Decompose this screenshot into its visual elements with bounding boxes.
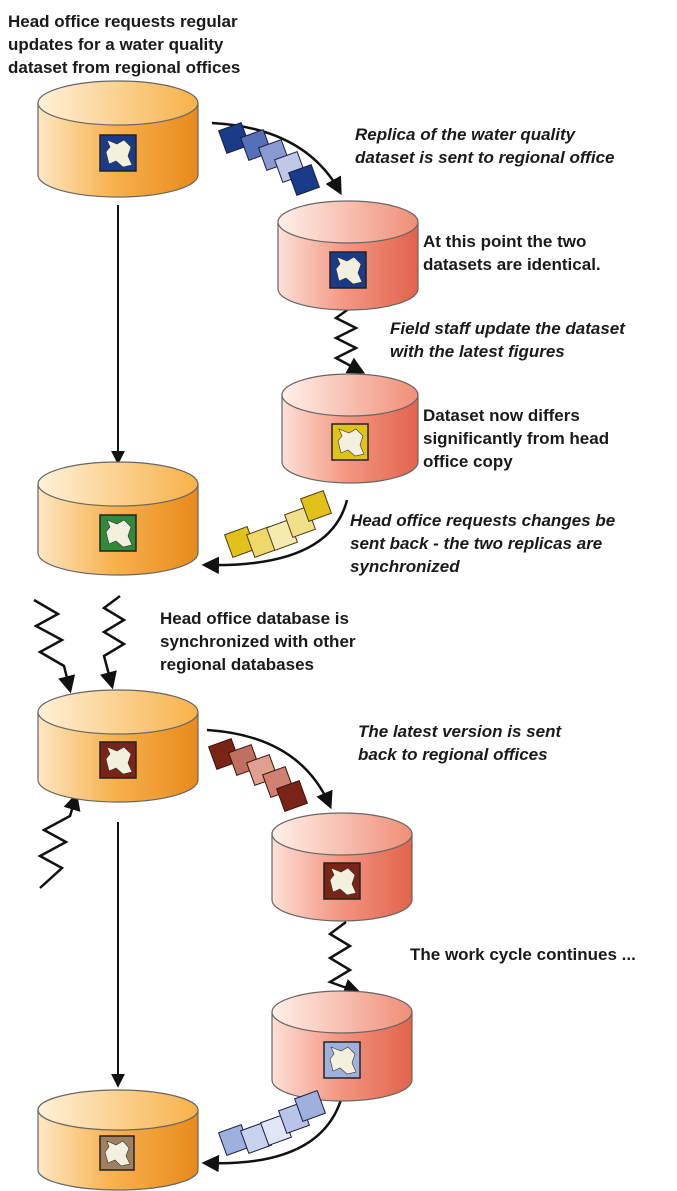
map-tile-icon — [287, 163, 321, 197]
map-tile-icon — [99, 1135, 135, 1171]
label-line: Replica of the water quality — [355, 125, 577, 144]
database-cylinder-icon — [281, 373, 419, 484]
database-cylinder-icon — [37, 461, 199, 576]
label-line: synchronized with other — [160, 632, 356, 651]
curved-arrow-icon — [201, 499, 349, 575]
database-cylinder-icon — [271, 812, 413, 922]
map-tile-icon — [99, 741, 137, 779]
label-line: synchronized — [350, 557, 460, 576]
label-line: dataset is sent to regional office — [355, 148, 614, 167]
map-tile-icon — [293, 1089, 327, 1123]
zigzag-sync-icon — [333, 306, 366, 374]
curved-arrow-icon — [211, 121, 342, 196]
map-tile-icon — [99, 514, 137, 552]
label-line: significantly from head — [423, 429, 609, 448]
replica-transfer-trail — [217, 121, 321, 197]
database-cylinder-icon — [277, 200, 419, 311]
label-field-staff: Field staff update the dataset with the … — [390, 319, 626, 361]
curved-arrow-icon — [201, 1081, 347, 1173]
label-sync-other: Head office database is synchronized wit… — [160, 609, 356, 674]
zigzag-sync-icon — [37, 792, 81, 889]
label-differs: Dataset now differs significantly from h… — [423, 406, 609, 471]
label-line: Head office requests changes be — [350, 511, 615, 530]
label-head-office-request: Head office requests regular updates for… — [8, 12, 240, 77]
latest-version-trail — [207, 737, 309, 813]
map-tile-icon — [331, 423, 369, 461]
label-line: The work cycle continues ... — [410, 945, 636, 964]
database-cylinder-icon — [37, 1089, 199, 1191]
label-line: At this point the two — [423, 232, 586, 251]
label-line: regional databases — [160, 655, 314, 674]
map-tile-icon — [99, 134, 137, 172]
map-tile-icon — [275, 779, 309, 813]
changes-transfer-trail — [223, 489, 333, 559]
database-cylinder-icon — [37, 80, 199, 198]
label-line: dataset from regional offices — [8, 58, 240, 77]
label-line: back to regional offices — [358, 745, 548, 764]
label-cycle: The work cycle continues ... — [410, 945, 636, 964]
map-tile-icon — [323, 862, 361, 900]
zigzag-sync-icon — [327, 921, 362, 996]
label-changes-back: Head office requests changes be sent bac… — [350, 511, 615, 576]
database-cylinder-icon — [37, 689, 199, 803]
label-line: Head office database is — [160, 609, 349, 628]
zigzag-sync-icon — [33, 598, 76, 694]
map-tile-icon — [217, 121, 251, 155]
map-tile-icon — [323, 1041, 361, 1079]
database-cylinder-icon — [271, 990, 413, 1102]
final-transfer-trail — [217, 1089, 327, 1157]
label-replica-sent: Replica of the water quality dataset is … — [355, 125, 614, 167]
label-identical: At this point the two datasets are ident… — [423, 232, 601, 274]
label-latest-sent: The latest version is sent back to regio… — [358, 722, 562, 764]
label-line: with the latest figures — [390, 342, 565, 361]
label-line: updates for a water quality — [8, 35, 224, 54]
map-tile-icon — [299, 489, 333, 523]
map-tile-icon — [329, 251, 367, 289]
label-line: office copy — [423, 452, 513, 471]
curved-arrow-icon — [206, 728, 333, 810]
zigzag-sync-icon — [99, 595, 127, 690]
label-line: datasets are identical. — [423, 255, 601, 274]
label-line: The latest version is sent — [358, 722, 562, 741]
label-line: Field staff update the dataset — [390, 319, 626, 338]
label-line: Dataset now differs — [423, 406, 580, 425]
label-line: Head office requests regular — [8, 12, 238, 31]
label-line: sent back - the two replicas are — [350, 534, 602, 553]
